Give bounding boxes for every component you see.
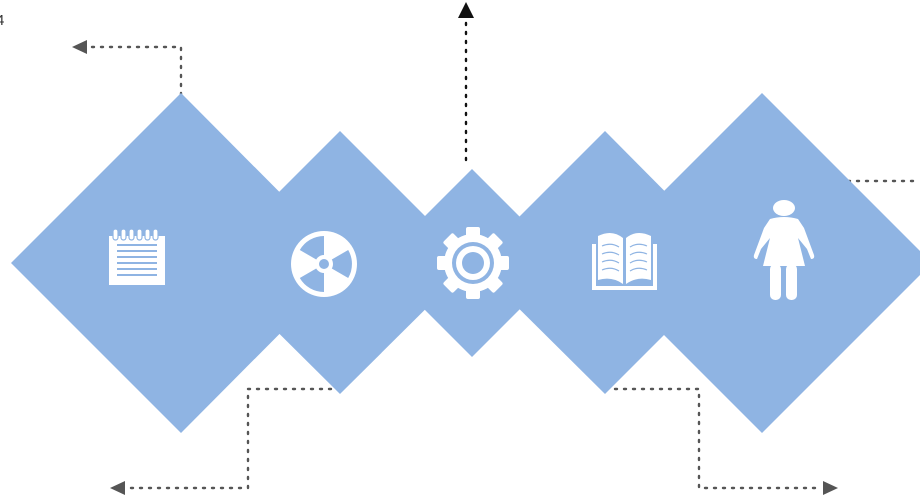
arrow-head-right-bottom bbox=[823, 481, 838, 495]
connector-top-left bbox=[86, 45, 183, 97]
connector-bottom-left bbox=[124, 387, 342, 490]
diamond-5 bbox=[592, 93, 920, 433]
open-book-icon bbox=[592, 232, 657, 290]
connectors bbox=[72, 2, 920, 495]
gear-icon bbox=[437, 227, 509, 299]
corner-text: 4 bbox=[0, 12, 5, 29]
arrow-head-left-top bbox=[72, 40, 87, 54]
connector-bottom-right bbox=[604, 387, 824, 490]
diamond-1 bbox=[11, 93, 350, 433]
arrow-head-up bbox=[458, 2, 474, 18]
radiation-icon bbox=[291, 231, 357, 297]
arrow-head-left-bottom bbox=[110, 481, 125, 495]
notepad-icon bbox=[109, 228, 165, 285]
woman-icon bbox=[753, 200, 815, 300]
